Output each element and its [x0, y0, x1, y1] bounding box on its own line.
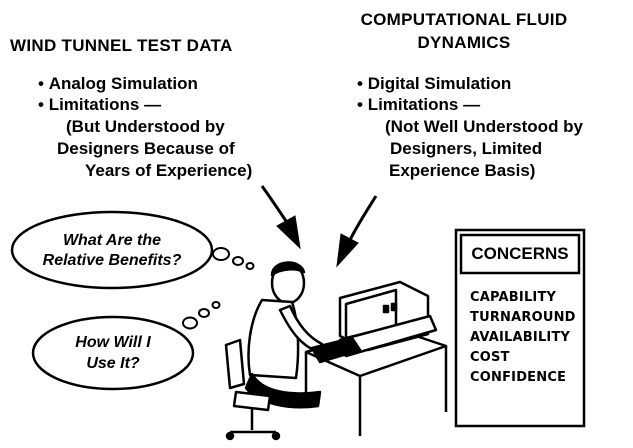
- left-detail-line-1: (But Understood by: [66, 117, 225, 136]
- thought-dots-top: [212, 247, 255, 270]
- computer-desk: [304, 280, 448, 436]
- thought-top-line-1: What Are the: [62, 232, 162, 249]
- left-bullet-1-text: Analog Simulation: [48, 74, 198, 93]
- cfd-heading-line-1: COMPUTATIONAL FLUID: [360, 10, 568, 29]
- concerns-title-box: [459, 233, 581, 275]
- thought-dots-bottom: [182, 301, 221, 330]
- bullet-dot: •: [38, 95, 49, 114]
- concern-item: CONFIDENCE: [470, 370, 567, 385]
- thought-bubble-top: [10, 210, 214, 290]
- arrow-left: [260, 185, 301, 250]
- right-detail-line-1: (Not Well Understood by: [385, 117, 584, 136]
- left-bullet-1: • Analog Simulation: [38, 74, 198, 94]
- left-bullet-2: • Limitations —: [38, 95, 161, 115]
- right-bullet-1: • Digital Simulation: [357, 74, 511, 94]
- right-bullet-1-text: Digital Simulation: [367, 74, 512, 93]
- concerns-title: CONCERNS: [471, 244, 569, 263]
- thought-bubble-bottom: [31, 315, 195, 391]
- left-detail-line-3: Years of Experience): [85, 161, 253, 180]
- bullet-dot: •: [38, 74, 49, 93]
- thought-bottom-line-1: How Will I: [75, 334, 151, 351]
- designer-figure: [224, 261, 324, 441]
- thought-bottom-line-2: Use It?: [86, 355, 140, 372]
- right-bullet-2: • Limitations —: [357, 95, 480, 115]
- right-detail-line-3: Experience Basis): [389, 161, 536, 180]
- bullet-dot: •: [357, 74, 368, 93]
- wind-tunnel-heading: WIND TUNNEL TEST DATA: [10, 36, 233, 55]
- bullet-dot: •: [357, 95, 368, 114]
- arrow-right: [336, 195, 378, 268]
- left-detail-line-2: Designers Because of: [57, 139, 235, 158]
- concerns-list: CAPABILITY TURNAROUND AVAILABILITY COST …: [470, 288, 576, 388]
- right-bullet-2-text: Limitations —: [367, 95, 481, 114]
- concerns-box: [454, 228, 586, 428]
- concern-item: AVAILABILITY: [470, 330, 571, 345]
- concern-item: COST: [470, 350, 510, 365]
- right-detail-line-2: Designers, Limited: [390, 139, 543, 158]
- concern-item: CAPABILITY: [470, 290, 557, 305]
- thought-top-line-2: Relative Benefits?: [42, 252, 182, 269]
- concern-item: TURNAROUND: [470, 310, 576, 325]
- cfd-heading-line-2: DYNAMICS: [417, 33, 511, 52]
- left-bullet-2-text: Limitations —: [48, 95, 162, 114]
